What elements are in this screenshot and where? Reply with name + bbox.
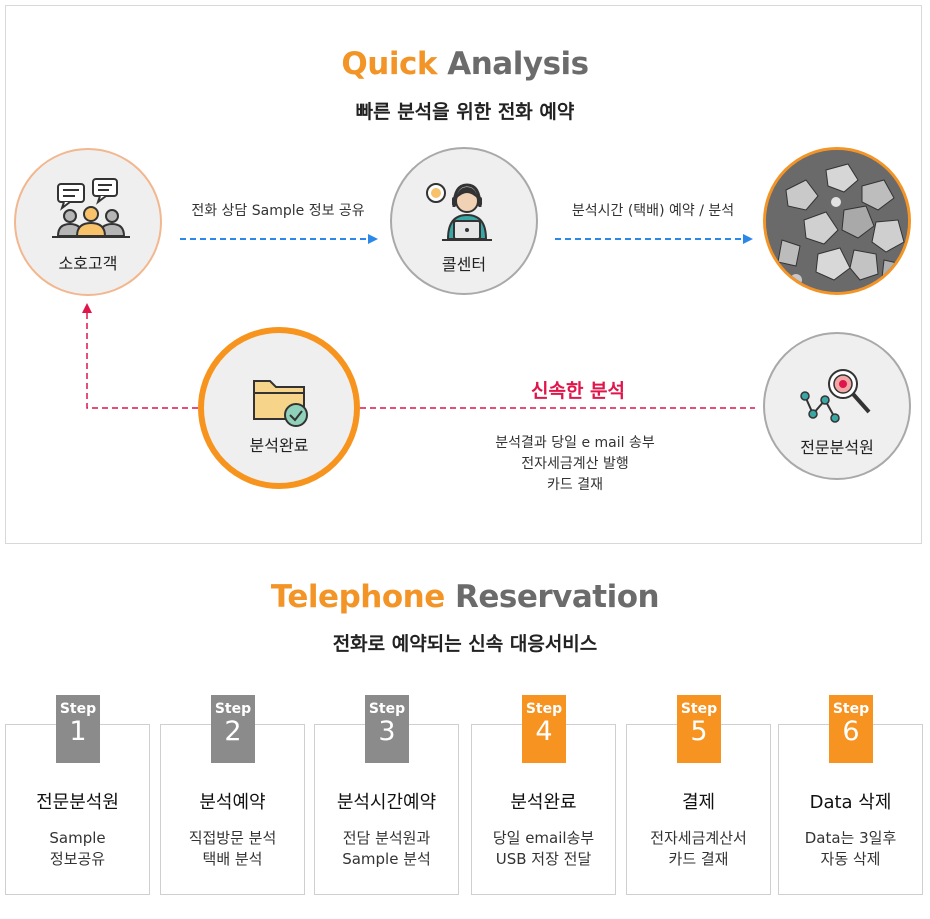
step-word: Step	[680, 701, 718, 717]
step-desc-line: 카드 결재	[668, 850, 729, 868]
step-desc: 직접방문 분석 택배 분석	[160, 828, 305, 870]
node-complete: 분석완료	[198, 327, 360, 489]
step-word: Step	[832, 701, 870, 717]
telephone-reservation-title: Telephone Reservation	[0, 579, 930, 615]
folder-check-icon	[253, 380, 308, 427]
node-customer: 소호고객	[14, 148, 162, 296]
step-badge-4: Step 4	[522, 695, 566, 763]
title-rest: Analysis	[447, 46, 589, 82]
step-title: 결제	[681, 792, 716, 813]
step-title: 분석예약	[199, 792, 266, 813]
analysis-notes: 분석결과 당일 e mail 송부 전자세금계산 발행 카드 결재	[440, 433, 710, 496]
node-expert-label: 전문분석원	[800, 438, 874, 457]
step-number: 3	[378, 716, 396, 747]
step-desc-line: USB 저장 전달	[495, 850, 592, 868]
customers-icon	[52, 178, 130, 238]
step-badge-5: Step 5	[677, 695, 721, 763]
edge-label-call-to-analysis: 분석시간 (택배) 예약 / 분석	[571, 203, 735, 219]
node-complete-label: 분석완료	[249, 436, 309, 455]
step-desc-line: 당일 email송부	[492, 829, 595, 847]
step-desc-line: 전자세금계산서	[650, 829, 747, 847]
step-number: 4	[535, 716, 553, 747]
sem-image	[763, 147, 911, 295]
step-word: Step	[59, 701, 97, 717]
step-number: 5	[690, 716, 708, 747]
step-desc: Sample 정보공유	[5, 828, 150, 870]
step-desc-line: Data는 3일후	[804, 829, 897, 847]
step-desc: 당일 email송부 USB 저장 전달	[471, 828, 616, 870]
node-customer-label: 소호고객	[58, 254, 118, 273]
step-badge-3: Step 3	[365, 695, 409, 763]
note-line: 카드 결재	[547, 477, 603, 493]
quick-analysis-subtitle: 빠른 분석을 위한 전화 예약	[355, 101, 575, 123]
step-title: 분석완료	[510, 792, 577, 813]
arrow-complete-to-customer	[82, 303, 198, 409]
step-desc: 전담 분석원과 Sample 분석	[314, 828, 459, 870]
step-word: Step	[214, 701, 252, 717]
step-desc-line: 자동 삭제	[820, 850, 881, 868]
title-rest: Reservation	[455, 579, 660, 615]
node-callcenter-label: 콜센터	[441, 255, 487, 274]
step-desc-line: Sample	[49, 829, 106, 847]
note-line: 전자세금계산 발행	[521, 456, 629, 472]
telephone-reservation-subtitle: 전화로 예약되는 신속 대응서비스	[332, 633, 598, 655]
step-desc-line: 전담 분석원과	[342, 829, 431, 847]
note-line: 분석결과 당일 e mail 송부	[495, 435, 655, 451]
step-word: Step	[525, 701, 563, 717]
step-badge-2: Step 2	[211, 695, 255, 763]
node-callcenter: 콜센터	[390, 147, 538, 295]
step-number: 6	[842, 716, 860, 747]
step-number: 1	[69, 716, 87, 747]
title-highlight: Telephone	[270, 579, 445, 615]
sem-particles-image	[766, 150, 908, 292]
step-desc-line: Sample 분석	[342, 850, 431, 868]
step-desc: Data는 3일후 자동 삭제	[778, 828, 923, 870]
step-desc: 전자세금계산서 카드 결재	[626, 828, 771, 870]
step-number: 2	[224, 716, 242, 747]
title-highlight: Quick	[341, 46, 437, 82]
step-title: 분석시간예약	[336, 792, 437, 813]
quick-analysis-panel	[5, 5, 922, 544]
quick-analysis-title: Quick Analysis	[0, 46, 930, 82]
fast-analysis-label: 신속한 분석	[530, 380, 625, 402]
step-desc-line: 정보공유	[49, 850, 106, 868]
step-word: Step	[368, 701, 406, 717]
step-badge-1: Step 1	[56, 695, 100, 763]
step-title: 전문분석원	[36, 792, 119, 813]
step-desc-line: 택배 분석	[202, 850, 263, 868]
step-badge-6: Step 6	[829, 695, 873, 763]
step-title: Data 삭제	[809, 792, 892, 813]
step-desc-line: 직접방문 분석	[188, 829, 277, 847]
operator-headset-icon	[426, 183, 492, 241]
edge-label-customer-to-call: 전화 상담 Sample 정보 공유	[191, 203, 365, 219]
node-expert: 전문분석원	[763, 332, 911, 480]
analysis-target-icon	[800, 369, 871, 423]
